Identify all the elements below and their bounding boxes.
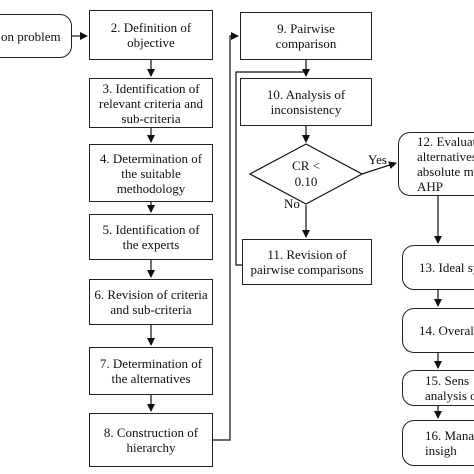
step-5-box: 5. Identification of the experts <box>89 214 213 260</box>
step-8-box: 8. Construction of hierarchy <box>89 413 213 467</box>
step-5-label: 5. Identification of the experts <box>102 222 200 252</box>
step-11-label: 11. Revision of pairwise comparisons <box>250 247 364 277</box>
edge-decision-12 <box>361 161 397 175</box>
step-4-label: 4. Determination of the suitable methodo… <box>99 150 203 196</box>
step-1-box: on problem <box>0 14 72 58</box>
step-4-box: 4. Determination of the suitable methodo… <box>89 144 213 202</box>
decision-text: CR < 0.10 <box>292 158 320 189</box>
step-14-label: 14. Overall <box>419 323 474 338</box>
step-9-box: 9. Pairwise comparison <box>240 12 372 60</box>
step-15-label: 15. Sens analysis of t <box>425 373 474 403</box>
step-3-label: 3. Identification of relevant criteria a… <box>99 80 203 126</box>
step-10-label: 10. Analysis of inconsistency <box>266 87 346 117</box>
step-7-label: 7. Determination of the alternatives <box>99 356 203 386</box>
step-8-label: 8. Construction of hierarchy <box>103 425 199 455</box>
step-6-label: 6. Revision of criteria and sub-criteria <box>94 287 208 317</box>
step-16-label: 16. Mana insigh <box>425 428 474 458</box>
step-14-box: 14. Overall <box>402 308 474 353</box>
decision-diamond <box>248 143 364 205</box>
step-1-label: on problem <box>1 28 61 44</box>
step-11-box: 11. Revision of pairwise comparisons <box>242 239 372 285</box>
yes-label: Yes <box>368 152 387 167</box>
step-2-label: 2. Definition of objective <box>110 20 192 50</box>
step-7-box: 7. Determination of the alternatives <box>89 347 213 395</box>
edge-11-10-loop <box>235 71 306 266</box>
edge-8-9 <box>213 32 239 441</box>
step-2-box: 2. Definition of objective <box>89 10 213 60</box>
step-16-box: 16. Mana insigh <box>402 420 474 466</box>
no-label: No <box>284 196 300 211</box>
step-13-label: 13. Ideal sy <box>419 260 474 275</box>
step-12-box: 12. Evaluat alternatives absolute m AHP <box>398 132 474 196</box>
step-15-box: 15. Sens analysis of t <box>402 370 474 406</box>
step-9-label: 9. Pairwise comparison <box>275 21 337 51</box>
step-3-box: 3. Identification of relevant criteria a… <box>89 78 213 128</box>
step-6-box: 6. Revision of criteria and sub-criteria <box>89 279 213 325</box>
step-13-box: 13. Ideal sy <box>402 245 474 290</box>
step-10-box: 10. Analysis of inconsistency <box>240 78 372 126</box>
step-12-label: 12. Evaluat alternatives absolute m AHP <box>417 134 474 194</box>
